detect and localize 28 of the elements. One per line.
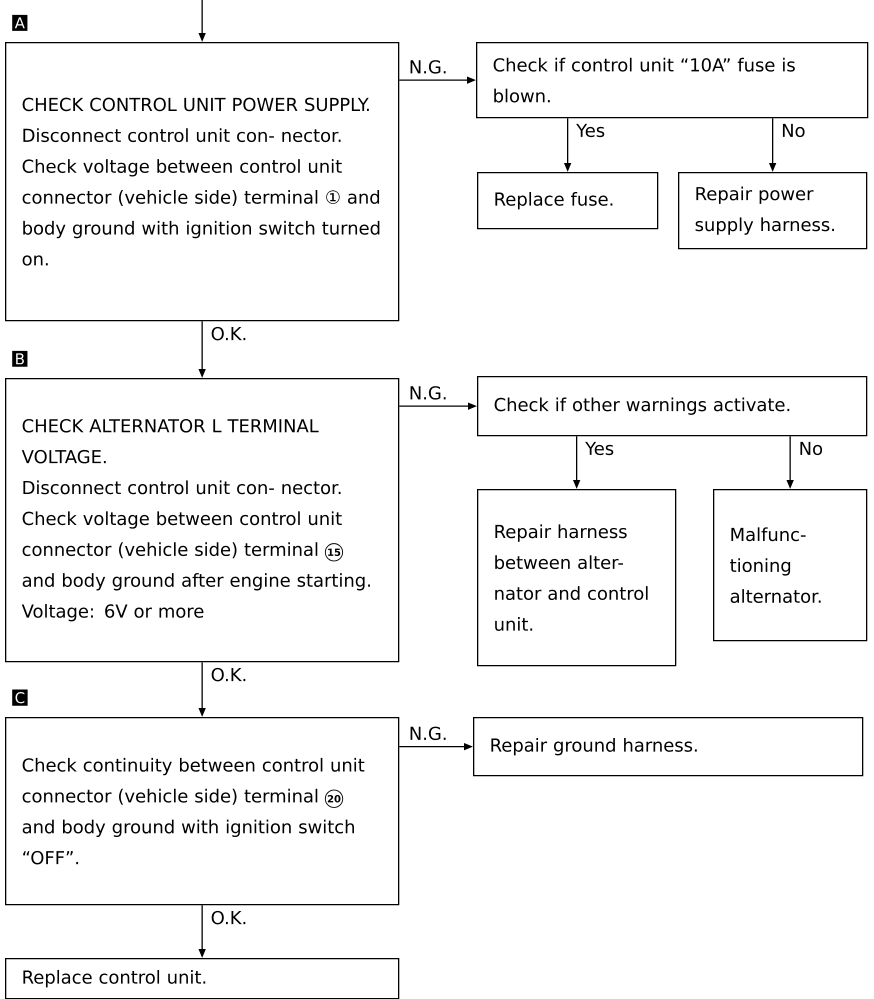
node-label: CHECK ALTERNATOR L TERMINAL VOLTAGE.	[22, 418, 319, 464]
edge-label: No	[782, 124, 805, 138]
step-badge: B	[12, 350, 28, 367]
node-label: Voltage: 6V or more	[22, 604, 204, 622]
edge-label: O.K.	[212, 910, 246, 924]
step-box: Repair harness between alter- nator and control unit.	[477, 489, 676, 666]
step-box: Repair power supply harness.	[678, 172, 868, 250]
edge-label: N.G.	[410, 60, 446, 74]
edge-label: Yes	[585, 442, 614, 456]
step-box: Check if control unit “10A” fuse is blown.	[476, 42, 868, 118]
edge-label: Yes	[576, 124, 604, 138]
node-label: Disconnect control unit con- nector.	[23, 480, 341, 494]
step-box: Replace fuse.	[477, 172, 658, 230]
edge-label: O.K.	[212, 326, 246, 340]
edge-label: N.G.	[410, 386, 446, 400]
edge-label: No	[800, 442, 822, 456]
step-box: CHECK ALTERNATOR L TERMINAL VOLTAGE. Disconnect control unit con- nector. Check voltage between control unit connector (vehicle side) terminal 15 and body ground after engine starting. Voltage: 6V or more	[5, 378, 400, 662]
step-box: CHECK CONTROL UNIT POWER SUPPLY. Disconnect control unit con- nector. Check voltage between control unit connector (vehicle side) terminal ① and body ground with ignition switch turned on.	[5, 42, 400, 322]
edge-label: N.G.	[410, 726, 446, 740]
step-box: Repair ground harness.	[473, 717, 864, 776]
edge-label: O.K.	[212, 668, 246, 682]
step-box: Check continuity between control unit connector (vehicle side) terminal 20 and body ground with ignition switch “OFF”.	[5, 717, 400, 906]
step-box: Malfunc- tioning alternator.	[713, 489, 868, 642]
step-box: Replace control unit.	[5, 958, 400, 999]
node-label: Check voltage between control unit connector (vehicle side) terminal 15 and body ground after engine starting.	[22, 511, 370, 590]
step-box: Check if other warnings activate.	[477, 376, 868, 436]
step-badge: C	[12, 690, 28, 706]
step-badge: A	[12, 14, 28, 31]
